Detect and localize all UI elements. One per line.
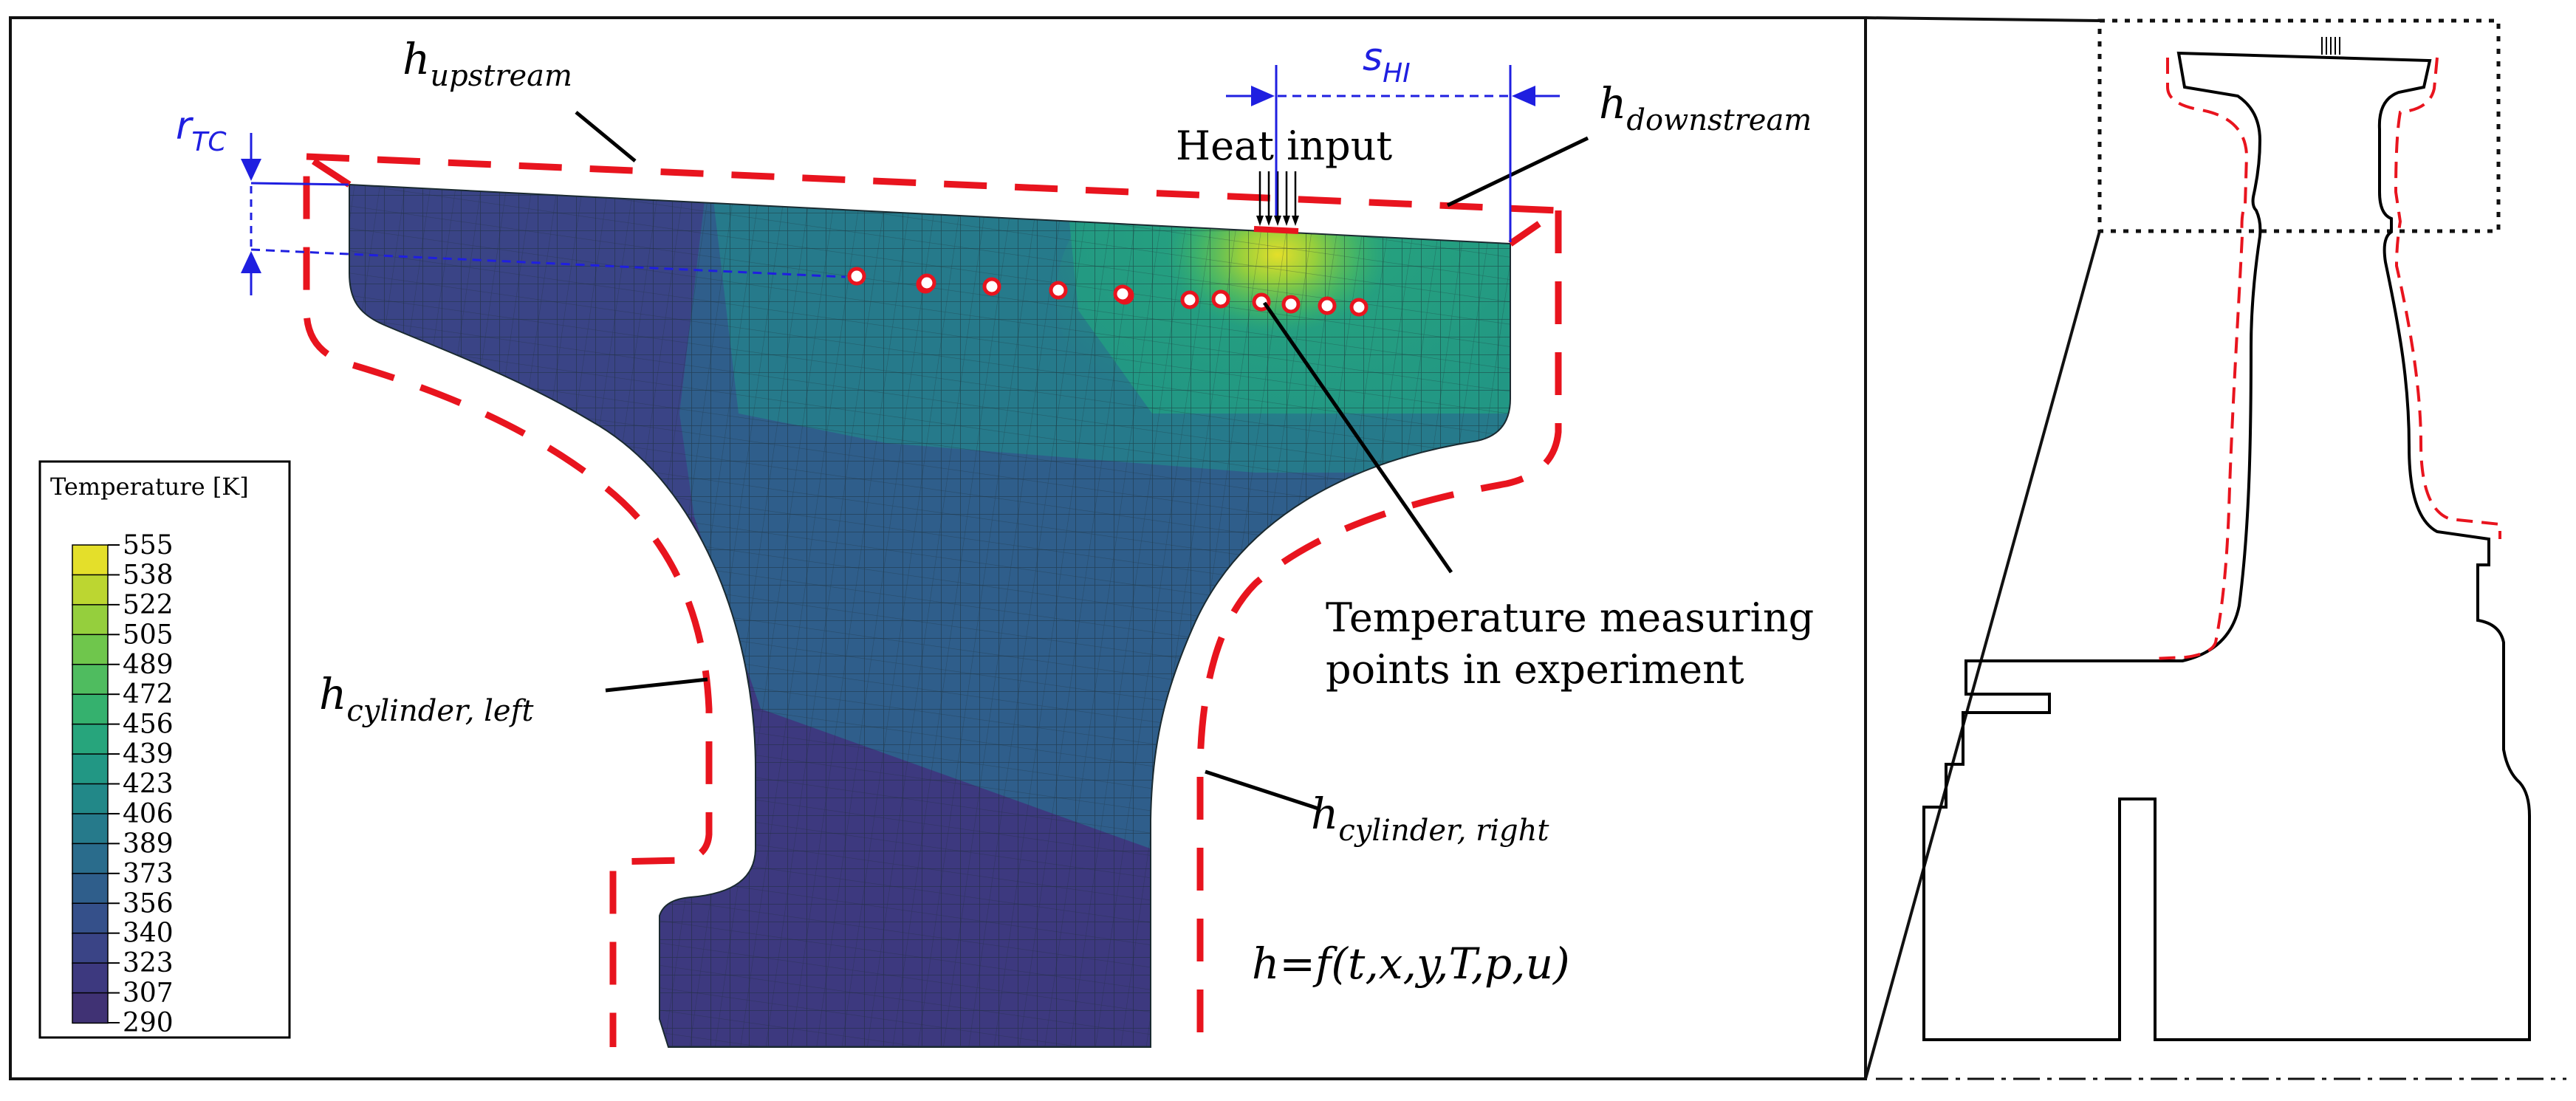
svg-text:sHI: sHI: [1363, 35, 1411, 89]
legend-band: [72, 783, 109, 815]
heat-arrow-head: [1265, 216, 1272, 226]
legend-band: [72, 902, 109, 934]
svg-text:hupstream: hupstream: [402, 34, 572, 93]
legend-tick-label: 340: [123, 919, 174, 949]
formula: h=f(t,x,y,T,p,u): [1252, 939, 1570, 989]
legend-tick-label: 439: [123, 739, 174, 769]
legend-band: [72, 962, 109, 994]
dimension-r-tc: [241, 133, 846, 295]
measuring-point: [1349, 298, 1368, 317]
legend-tick-label: 323: [123, 948, 174, 978]
temperature-legend: Temperature [K] 555538522505489472456439…: [38, 460, 291, 1039]
measuring-point: [1211, 289, 1230, 309]
heat-arrow-head: [1292, 216, 1299, 226]
measuring-point: [1180, 290, 1199, 309]
convective-boundary: [303, 150, 1569, 1047]
dimension-s-hi: [1226, 65, 1560, 242]
heat-input-label: Heat input: [1176, 123, 1393, 169]
legend-band: [72, 574, 109, 606]
measuring-point: [1281, 295, 1301, 314]
legend-tick-label: 472: [123, 679, 174, 710]
measuring-points-label-line1: Temperature measuring: [1326, 594, 1814, 641]
legend-band: [72, 723, 109, 755]
overview-boundary: [2152, 57, 2501, 660]
legend-tick-label: 423: [123, 769, 174, 800]
measuring-point: [917, 273, 936, 292]
disk-outline: [1922, 51, 2531, 1041]
part-outline: [349, 183, 1511, 1048]
legend-tick-label: 505: [123, 620, 174, 650]
zoom-line-bottom: [1864, 230, 2101, 1080]
svg-text:hcylinder, left: hcylinder, left: [319, 669, 534, 728]
heat-zone-bar: [1253, 226, 1299, 234]
measuring-point: [982, 277, 1001, 296]
label-h-cylinder-left: hcylinder, left: [319, 669, 534, 728]
heat-arrows: [1256, 171, 1299, 226]
legend-tick-label: 538: [123, 560, 174, 590]
svg-text:hcylinder, right: hcylinder, right: [1311, 789, 1549, 848]
zoom-box: [2097, 18, 2501, 233]
legend-band: [72, 843, 109, 875]
legend-tick-label: 489: [123, 650, 174, 680]
legend-band: [72, 604, 109, 636]
legend-tick-label: 456: [123, 710, 174, 740]
label-h-cylinder-right: hcylinder, right: [1311, 789, 1549, 848]
svg-text:hdownstream: hdownstream: [1599, 78, 1812, 137]
label-r-tc: rTC: [176, 104, 227, 157]
legend-tick-label: 290: [123, 1008, 174, 1038]
legend-tick-label: 373: [123, 859, 174, 889]
overview-heat-arrows: [2321, 37, 2340, 55]
leader-cyl-right: [1205, 769, 1319, 811]
legend-tick-label: 406: [123, 799, 174, 829]
legend-band: [72, 873, 109, 905]
overview-panel: [1864, 16, 2566, 1080]
measuring-point: [1049, 281, 1068, 300]
label-h-upstream: hupstream: [402, 34, 572, 93]
label-s-hi: sHI: [1363, 35, 1411, 89]
zoom-line-top: [1865, 16, 2100, 22]
leader-cyl-left: [605, 677, 708, 693]
leader-downstream: [1446, 136, 1589, 207]
legend-tick-label: 522: [123, 590, 174, 620]
legend-band: [72, 693, 109, 725]
measuring-point: [1113, 284, 1132, 303]
legend-band: [72, 813, 109, 845]
legend-band: [72, 932, 109, 964]
heat-arrow-head: [1274, 216, 1281, 226]
legend-band: [72, 753, 109, 785]
heat-input: Heat input: [1176, 123, 1393, 234]
legend-band: [72, 992, 109, 1024]
leader-measuring-points: [1262, 301, 1453, 574]
measuring-point: [847, 267, 866, 286]
legend-band: [72, 634, 109, 665]
legend-tick-label: 555: [123, 530, 174, 560]
label-h-downstream: hdownstream: [1599, 78, 1812, 137]
svg-text:rTC: rTC: [176, 104, 227, 157]
legend-band: [72, 544, 109, 576]
legend-tick-label: 307: [123, 978, 174, 1009]
legend-tick-label: 356: [123, 888, 174, 919]
measuring-points: [847, 267, 1368, 317]
measuring-point: [1318, 296, 1337, 315]
leader-upstream: [575, 111, 637, 162]
heat-arrow-head: [1256, 216, 1264, 226]
legend-tick-label: 389: [123, 829, 174, 859]
legend-title: Temperature [K]: [50, 473, 249, 501]
legend-band: [72, 664, 109, 696]
heat-arrow-head: [1283, 216, 1290, 226]
measuring-points-label-line2: points in experiment: [1326, 646, 1744, 693]
